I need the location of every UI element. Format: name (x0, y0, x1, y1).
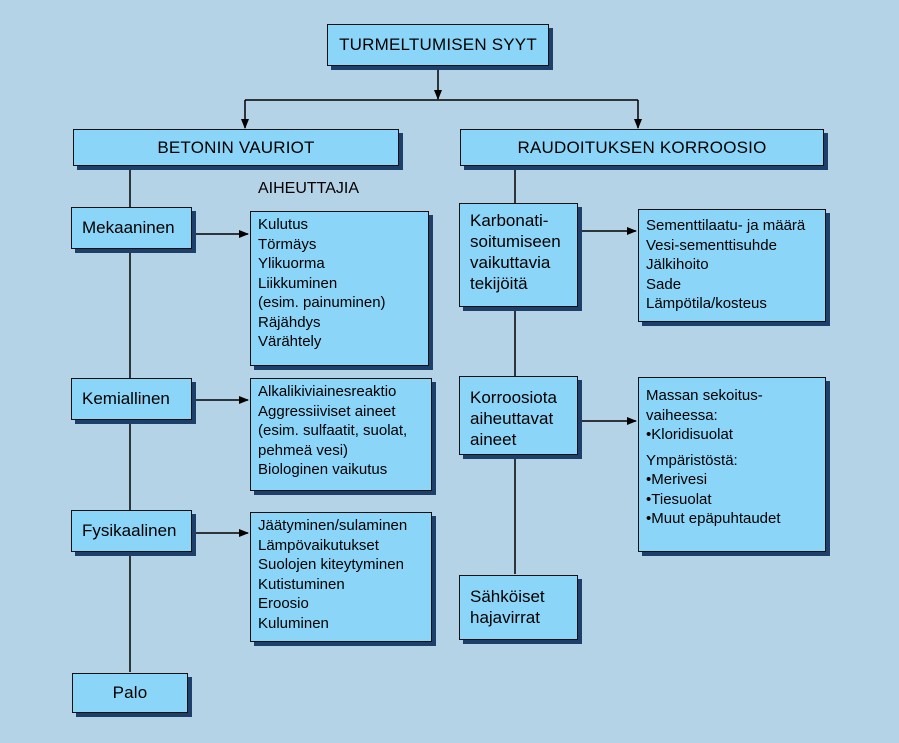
category-name: Kemiallinen (82, 389, 170, 408)
category-korroosiota-aiheuttavat: Korroosiota aiheuttavat aineet (459, 376, 578, 455)
list-item: Biologinen vaikutus (258, 461, 388, 478)
category-name-line: Karbonati- (470, 211, 549, 230)
list-item: Räjähdys (258, 313, 321, 331)
category-mekaaninen: Mekaaninen (71, 207, 192, 249)
list-item: •Muut epäpuhtaudet (646, 510, 781, 527)
kemiallinen-causes-list: Alkalikiviainesreaktio Aggressiiviset ai… (250, 378, 432, 491)
list-item: Alkalikiviainesreaktio (258, 383, 397, 400)
category-name-line: Sähköiset (470, 587, 545, 606)
category-name-line: hajavirrat (470, 608, 540, 627)
list-item: (esim. painuminen) (258, 294, 386, 311)
category-sahkoiset-hajavirrat: Sähköiset hajavirrat (459, 575, 578, 640)
category-name-line: aineet (470, 430, 517, 449)
aiheuttajia-label: AIHEUTTAJIA (258, 180, 360, 197)
title-text: TURMELTUMISEN SYYT (339, 35, 537, 54)
fysikaalinen-causes-list: Jäätyminen/sulaminen Lämpövaikutukset Su… (250, 512, 432, 642)
category-palo: Palo (72, 673, 188, 713)
category-karbonatisoituminen: Karbonati- soitumiseen vaikuttavia tekij… (459, 203, 578, 307)
list-item: Ympäristöstä: (646, 451, 738, 469)
list-item: Törmäys (258, 235, 317, 253)
betonin-vauriot-text: BETONIN VAURIOT (157, 137, 315, 157)
list-item: •Merivesi (646, 471, 708, 488)
list-item: Lämpövaikutukset (258, 536, 379, 554)
list-item: •Kloridisuolat (646, 426, 733, 443)
list-item: Suolojen kiteytyminen (258, 556, 404, 573)
list-item: vaiheessa: (646, 406, 718, 424)
list-item: Värähtely (258, 333, 322, 350)
karbonatisoituminen-factors-list: Sementtilaatu- ja määrä Vesi-sementtisuh… (638, 209, 826, 322)
category-name-line: soitumiseen (470, 232, 561, 251)
category-name-line: aiheuttavat (470, 409, 554, 428)
list-item: Eroosio (258, 595, 309, 612)
category-name-line: tekijöitä (470, 274, 528, 293)
korroosio-substances-list: Massan sekoitus- vaiheessa: •Kloridisuol… (638, 377, 826, 552)
raudoituksen-korroosio-text: RAUDOITUKSEN KORROOSIO (517, 137, 767, 157)
list-item: (esim. sulfaatit, suolat, (258, 422, 408, 439)
category-kemiallinen: Kemiallinen (71, 378, 192, 420)
list-item: Kutistuminen (258, 575, 345, 593)
category-name: Fysikaalinen (82, 521, 177, 540)
list-item: Sade (646, 275, 682, 293)
list-item: •Tiesuolat (646, 490, 712, 508)
list-item: Liikkuminen (258, 274, 338, 292)
category-name: Mekaaninen (82, 218, 175, 237)
list-item: Sementtilaatu- ja määrä (646, 217, 806, 234)
category-name: Palo (112, 683, 148, 702)
mekaaninen-causes-list: Kulutus Törmäys Ylikuorma Liikkuminen (e… (250, 211, 429, 366)
list-item: Aggressiiviset aineet (258, 402, 396, 420)
title-box: TURMELTUMISEN SYYT (327, 24, 549, 66)
list-item: pehmeä vesi) (258, 441, 349, 459)
raudoituksen-korroosio-box: RAUDOITUKSEN KORROOSIO (460, 129, 824, 166)
list-item: Jälkihoito (646, 256, 709, 273)
list-item: Massan sekoitus- (646, 387, 763, 404)
betonin-vauriot-box: BETONIN VAURIOT (73, 129, 399, 166)
list-item: Jäätyminen/sulaminen (258, 517, 408, 534)
list-item: Ylikuorma (258, 255, 325, 272)
list-item: Vesi-sementtisuhde (646, 236, 777, 254)
category-name-line: vaikuttavia (470, 253, 551, 272)
list-item: Kuluminen (258, 614, 329, 632)
category-name-line: Korroosiota (470, 388, 557, 407)
list-item: Kulutus (258, 216, 309, 233)
category-fysikaalinen: Fysikaalinen (71, 510, 192, 552)
list-item: Lämpötila/kosteus (646, 295, 767, 312)
